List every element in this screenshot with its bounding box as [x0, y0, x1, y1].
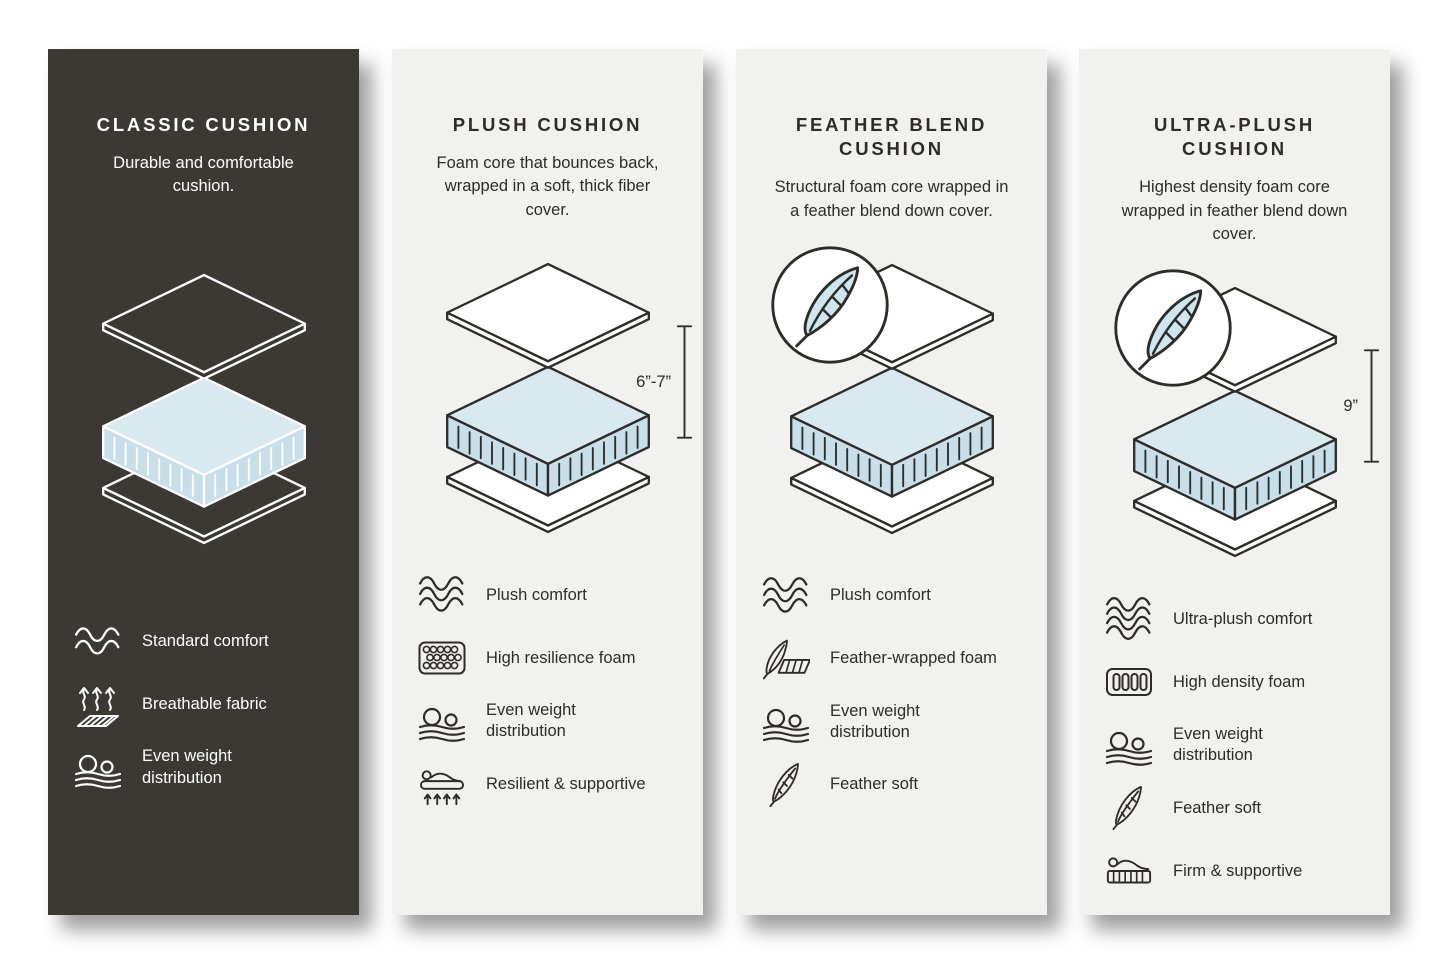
feather-icon — [1105, 785, 1153, 831]
feature-row: Plush comfort — [418, 570, 677, 620]
cushion-diagram: 9” — [1105, 286, 1364, 578]
feature-label: High density foam — [1173, 672, 1306, 691]
feature-label: Plush comfort — [830, 586, 931, 605]
breathable-fabric-icon — [74, 682, 122, 728]
feature-list: Plush comfort High resilience foam Even … — [418, 570, 677, 809]
feature-list: Standard comfort Breathable fabric Even … — [74, 617, 333, 793]
panel-title: CLASSIC CUSHION — [96, 114, 311, 135]
panel-title: PLUSH CUSHION — [452, 114, 643, 135]
feature-row: Even weight distribution — [1105, 720, 1364, 770]
feature-row: Plush comfort — [762, 571, 1021, 621]
cushion-diagram — [762, 263, 1021, 555]
feature-label: Standard comfort — [142, 632, 269, 651]
panel-description: Durable and comfortable cushion. — [113, 154, 294, 196]
weight-distribution-icon — [74, 745, 122, 791]
measurement-label: 6”-7” — [636, 372, 671, 391]
density-foam-icon — [1105, 659, 1153, 705]
feature-label: Resilient & supportive — [486, 774, 646, 793]
panel-title: ULTRA-PLUSH CUSHION — [1154, 114, 1315, 160]
feature-label: High resilience foam — [486, 648, 636, 667]
feather-icon — [762, 762, 810, 808]
panel-description: Structural foam core wrapped in a feathe… — [774, 178, 1009, 220]
feature-row: Feather soft — [762, 760, 1021, 810]
measurement: 9” — [1343, 344, 1380, 468]
wave-icon — [762, 573, 810, 619]
feature-row: Firm & supportive — [1105, 846, 1364, 896]
feature-row: High density foam — [1105, 657, 1364, 707]
feature-label: Ultra-plush comfort — [1173, 609, 1313, 628]
feature-label: Plush comfort — [486, 585, 587, 604]
wave-icon — [1105, 596, 1153, 642]
feature-row: Even weight distribution — [418, 696, 677, 746]
feature-row: Feather soft — [1105, 783, 1364, 833]
panel-description: Foam core that bounces back, wrapped in … — [436, 154, 659, 219]
cushion-stack-diagram — [436, 262, 660, 535]
panel-plush-cushion: PLUSH CUSHION Foam core that bounces bac… — [392, 49, 703, 915]
feature-row: Standard comfort — [74, 617, 333, 667]
feature-row: Breathable fabric — [74, 680, 333, 730]
panel-description: Highest density foam core wrapped in fea… — [1121, 178, 1348, 243]
feature-label: Even weight distribution — [830, 701, 920, 741]
measurement: 6”-7” — [636, 320, 693, 444]
feature-label: Feather soft — [830, 775, 919, 794]
feature-label: Feather-wrapped foam — [830, 649, 997, 668]
wave-icon — [418, 572, 466, 618]
feature-row: Resilient & supportive — [418, 759, 677, 809]
feature-label: Even weight distribution — [142, 747, 232, 787]
firm-support-icon — [1105, 848, 1153, 894]
feature-label: Breathable fabric — [142, 695, 267, 714]
feature-list: Plush comfort Feather-wrapped foam Even … — [762, 571, 1021, 810]
feather-badge-icon — [768, 243, 892, 367]
feature-label: Even weight distribution — [486, 700, 576, 741]
feature-list: Ultra-plush comfort High density foam Ev… — [1105, 594, 1364, 896]
cushion-stack-diagram — [92, 273, 316, 546]
panel-title: FEATHER BLEND CUSHION — [795, 114, 988, 160]
measurement-ruler-icon — [1363, 344, 1380, 468]
feature-row: Ultra-plush comfort — [1105, 594, 1364, 644]
panel-feather-blend-cushion: FEATHER BLEND CUSHION Structural foam co… — [736, 49, 1047, 915]
feature-row: High resilience foam — [418, 633, 677, 683]
feather-badge-icon — [1111, 266, 1235, 390]
feature-row: Even weight distribution — [74, 743, 333, 793]
weight-distribution-icon — [1105, 722, 1153, 768]
wave-icon — [74, 619, 122, 665]
feature-row: Even weight distribution — [762, 697, 1021, 747]
cushion-diagram — [74, 273, 333, 565]
panel-ultra-plush-cushion: ULTRA-PLUSH CUSHION Highest density foam… — [1079, 49, 1390, 915]
measurement-label: 9” — [1343, 396, 1358, 415]
measurement-ruler-icon — [676, 320, 693, 444]
honeycomb-foam-icon — [418, 635, 466, 681]
panel-classic-cushion: CLASSIC CUSHION Durable and comfortable … — [48, 49, 359, 915]
resilient-support-icon — [418, 761, 466, 807]
feather-foam-icon — [762, 636, 810, 682]
feature-label: Even weight distribution — [1173, 724, 1263, 765]
feature-label: Feather soft — [1173, 798, 1262, 817]
feature-label: Firm & supportive — [1173, 861, 1303, 880]
cushion-diagram: 6”-7” — [418, 262, 677, 554]
weight-distribution-icon — [418, 698, 466, 744]
feature-row: Feather-wrapped foam — [762, 634, 1021, 684]
weight-distribution-icon — [762, 699, 810, 745]
